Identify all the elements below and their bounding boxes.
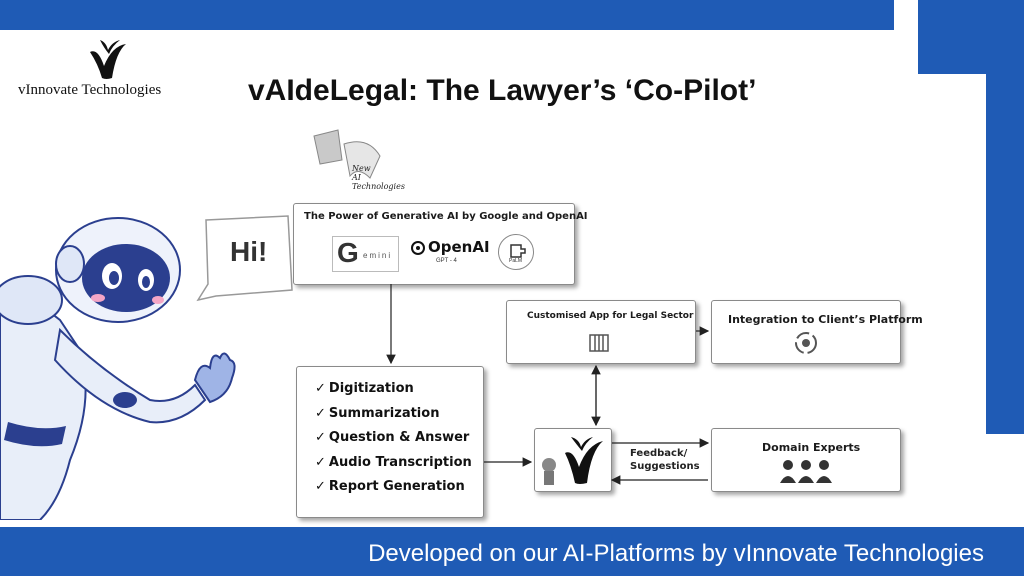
logo-text: vInnovate Technologies bbox=[18, 82, 162, 98]
gpt-text: GPT - 4 bbox=[436, 258, 457, 264]
integration-box: Integration to Client’s Platform bbox=[711, 300, 923, 364]
features-list: ✓Digitization ✓Summarization ✓Question &… bbox=[315, 377, 472, 500]
logo-bird-icon bbox=[90, 40, 126, 79]
generative-ai-title: The Power of Generative AI by Google and… bbox=[304, 211, 588, 222]
new-ai-line-3: Technologies bbox=[352, 182, 405, 191]
company-logo: vInnovate Technologies bbox=[10, 38, 196, 106]
feature-label: Question & Answer bbox=[328, 430, 470, 445]
palm-logo: PaLM bbox=[498, 234, 534, 270]
openai-logo: OpenAI GPT - 4 bbox=[410, 238, 496, 268]
domain-experts-title: Domain Experts bbox=[762, 441, 861, 454]
right-bar bbox=[918, 0, 1024, 74]
feature-item: ✓Digitization bbox=[315, 377, 472, 402]
palm-icon bbox=[510, 244, 526, 258]
gemini-logo: G emini bbox=[332, 236, 399, 272]
feature-label: Summarization bbox=[328, 405, 440, 421]
gemini-g-icon: G bbox=[337, 237, 359, 268]
feedback-line-2: Suggestions bbox=[630, 461, 700, 472]
feature-label: Report Generation bbox=[328, 479, 465, 494]
people-icon bbox=[780, 460, 832, 483]
top-bar bbox=[0, 0, 894, 30]
feature-item: ✓Question & Answer bbox=[315, 426, 472, 451]
new-ai-line-2: AI bbox=[352, 173, 361, 182]
feature-item: ✓Audio Transcription bbox=[315, 451, 472, 476]
feature-item: ✓Report Generation bbox=[315, 475, 472, 500]
robot-icon bbox=[0, 217, 236, 520]
openai-icon bbox=[411, 241, 425, 255]
integration-title: Integration to Client’s Platform bbox=[728, 313, 923, 326]
custom-app-title: Customised App for Legal Sector bbox=[527, 311, 694, 321]
new-ai-line-1: New bbox=[352, 164, 371, 173]
gear-sync-icon bbox=[795, 332, 817, 354]
new-ai-illustration bbox=[313, 129, 381, 179]
right-side-bar bbox=[986, 74, 1024, 434]
openai-text: OpenAI bbox=[428, 238, 490, 256]
feedback-line-1: Feedback/ bbox=[630, 448, 688, 459]
check-icon: ✓ bbox=[315, 479, 326, 494]
footer-bar bbox=[0, 527, 1024, 576]
feature-label: Digitization bbox=[328, 381, 414, 396]
feature-item: ✓Summarization bbox=[315, 402, 472, 427]
speech-bubble bbox=[196, 215, 293, 302]
footer-text: Developed on our AI-Platforms by vInnova… bbox=[368, 540, 984, 567]
check-icon: ✓ bbox=[315, 405, 326, 421]
palm-text: PaLM bbox=[509, 258, 523, 264]
new-ai-label: New AI Technologies bbox=[352, 164, 405, 191]
law-book-icon bbox=[589, 334, 609, 352]
custom-app-box: Customised App for Legal Sector bbox=[506, 300, 696, 364]
features-box: ✓Digitization ✓Summarization ✓Question &… bbox=[296, 366, 484, 518]
speech-bubble-text: Hi! bbox=[230, 236, 268, 267]
vaide-bird-icon bbox=[542, 437, 603, 485]
vaide-logo-box bbox=[534, 428, 612, 492]
feedback-label: Feedback/ Suggestions bbox=[630, 447, 700, 473]
page-title: vAIdeLegal: The Lawyer’s ‘Co-Pilot’ bbox=[248, 74, 757, 107]
gemini-text: emini bbox=[363, 251, 393, 260]
check-icon: ✓ bbox=[315, 381, 326, 396]
feature-label: Audio Transcription bbox=[328, 454, 472, 470]
check-icon: ✓ bbox=[315, 430, 326, 445]
domain-experts-box: Domain Experts bbox=[711, 428, 901, 492]
check-icon: ✓ bbox=[315, 454, 326, 470]
